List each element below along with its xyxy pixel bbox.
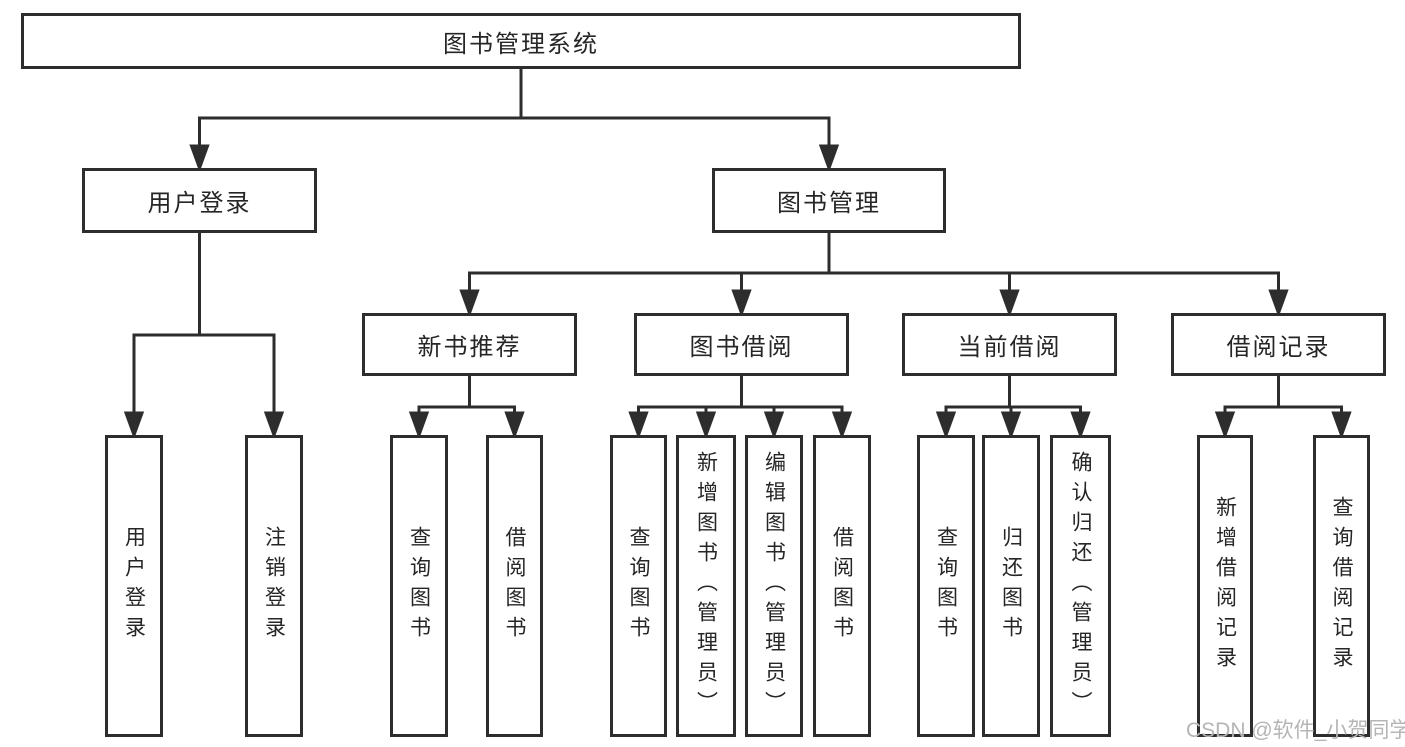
connector-user-login-to-leaves (123, 231, 285, 440)
leaf-borrow-books: 借阅图书 (813, 435, 871, 737)
node-current-borrowing: 当前借阅 (902, 313, 1117, 376)
connector-book-management-to-level3 (459, 231, 1289, 318)
leaf-user-login: 用户登录 (105, 435, 163, 737)
connector-book-borrow-to-leaves (628, 374, 853, 440)
leaf-add-borrow-record: 新增借阅记录 (1197, 435, 1253, 737)
leaf-return-book: 归还图书 (982, 435, 1040, 737)
node-book-borrowing-label: 图书借阅 (689, 334, 794, 361)
leaf-edit-book-admin: 编辑图书（管理员） (745, 435, 803, 737)
leaf-add-borrow-record-label: 新增借阅记录 (1213, 496, 1237, 676)
leaf-borrow-books-recommend: 借阅图书 (486, 435, 543, 737)
leaf-query-borrow-record: 查询借阅记录 (1313, 435, 1370, 737)
leaf-borrow-books-recommend-label: 借阅图书 (503, 526, 526, 646)
node-current-borrowing-label: 当前借阅 (957, 334, 1062, 361)
leaf-query-books-current-label: 查询图书 (934, 526, 958, 646)
leaf-query-books-recommend-label: 查询图书 (407, 526, 431, 646)
connector-new-book-to-leaves (408, 374, 525, 440)
node-root: 图书管理系统 (21, 13, 1021, 69)
connector-borrow-records-to-leaves (1214, 374, 1352, 440)
csdn-watermark: CSDN @软件_小贺同学 (1186, 719, 1405, 742)
node-root-label: 图书管理系统 (443, 30, 599, 58)
leaf-query-books-current: 查询图书 (917, 435, 975, 737)
node-borrowing-records: 借阅记录 (1171, 313, 1386, 376)
node-book-management-label: 图书管理 (777, 190, 881, 217)
leaf-user-login-label: 用户登录 (122, 526, 146, 646)
leaf-logout-label: 注销登录 (262, 526, 286, 646)
node-new-book-recommendation: 新书推荐 (362, 313, 577, 376)
leaf-add-book-admin: 新增图书（管理员） (676, 435, 736, 737)
leaf-logout: 注销登录 (245, 435, 303, 737)
leaf-edit-book-admin-label: 编辑图书（管理员） (762, 451, 786, 721)
connector-current-borrow-to-leaves (935, 374, 1091, 440)
leaf-query-books-recommend: 查询图书 (390, 435, 448, 737)
leaf-return-book-label: 归还图书 (999, 526, 1023, 646)
node-user-login-label: 用户登录 (147, 190, 252, 217)
node-borrowing-records-label: 借阅记录 (1226, 334, 1331, 361)
node-user-login: 用户登录 (82, 168, 317, 233)
leaf-borrow-books-label: 借阅图书 (830, 526, 854, 646)
leaf-query-borrow-record-label: 查询借阅记录 (1330, 496, 1353, 676)
node-book-management: 图书管理 (712, 168, 946, 233)
leaf-confirm-return-admin-label: 确认归还（管理员） (1069, 451, 1092, 721)
node-book-borrowing: 图书借阅 (634, 313, 849, 376)
leaf-query-books-borrow: 查询图书 (610, 435, 667, 737)
leaf-add-book-admin-label: 新增图书（管理员） (694, 451, 718, 721)
leaf-confirm-return-admin: 确认归还（管理员） (1050, 435, 1111, 737)
connector-root-to-level2 (189, 67, 840, 173)
leaf-query-books-borrow-label: 查询图书 (627, 526, 650, 646)
node-new-book-recommendation-label: 新书推荐 (417, 334, 522, 361)
